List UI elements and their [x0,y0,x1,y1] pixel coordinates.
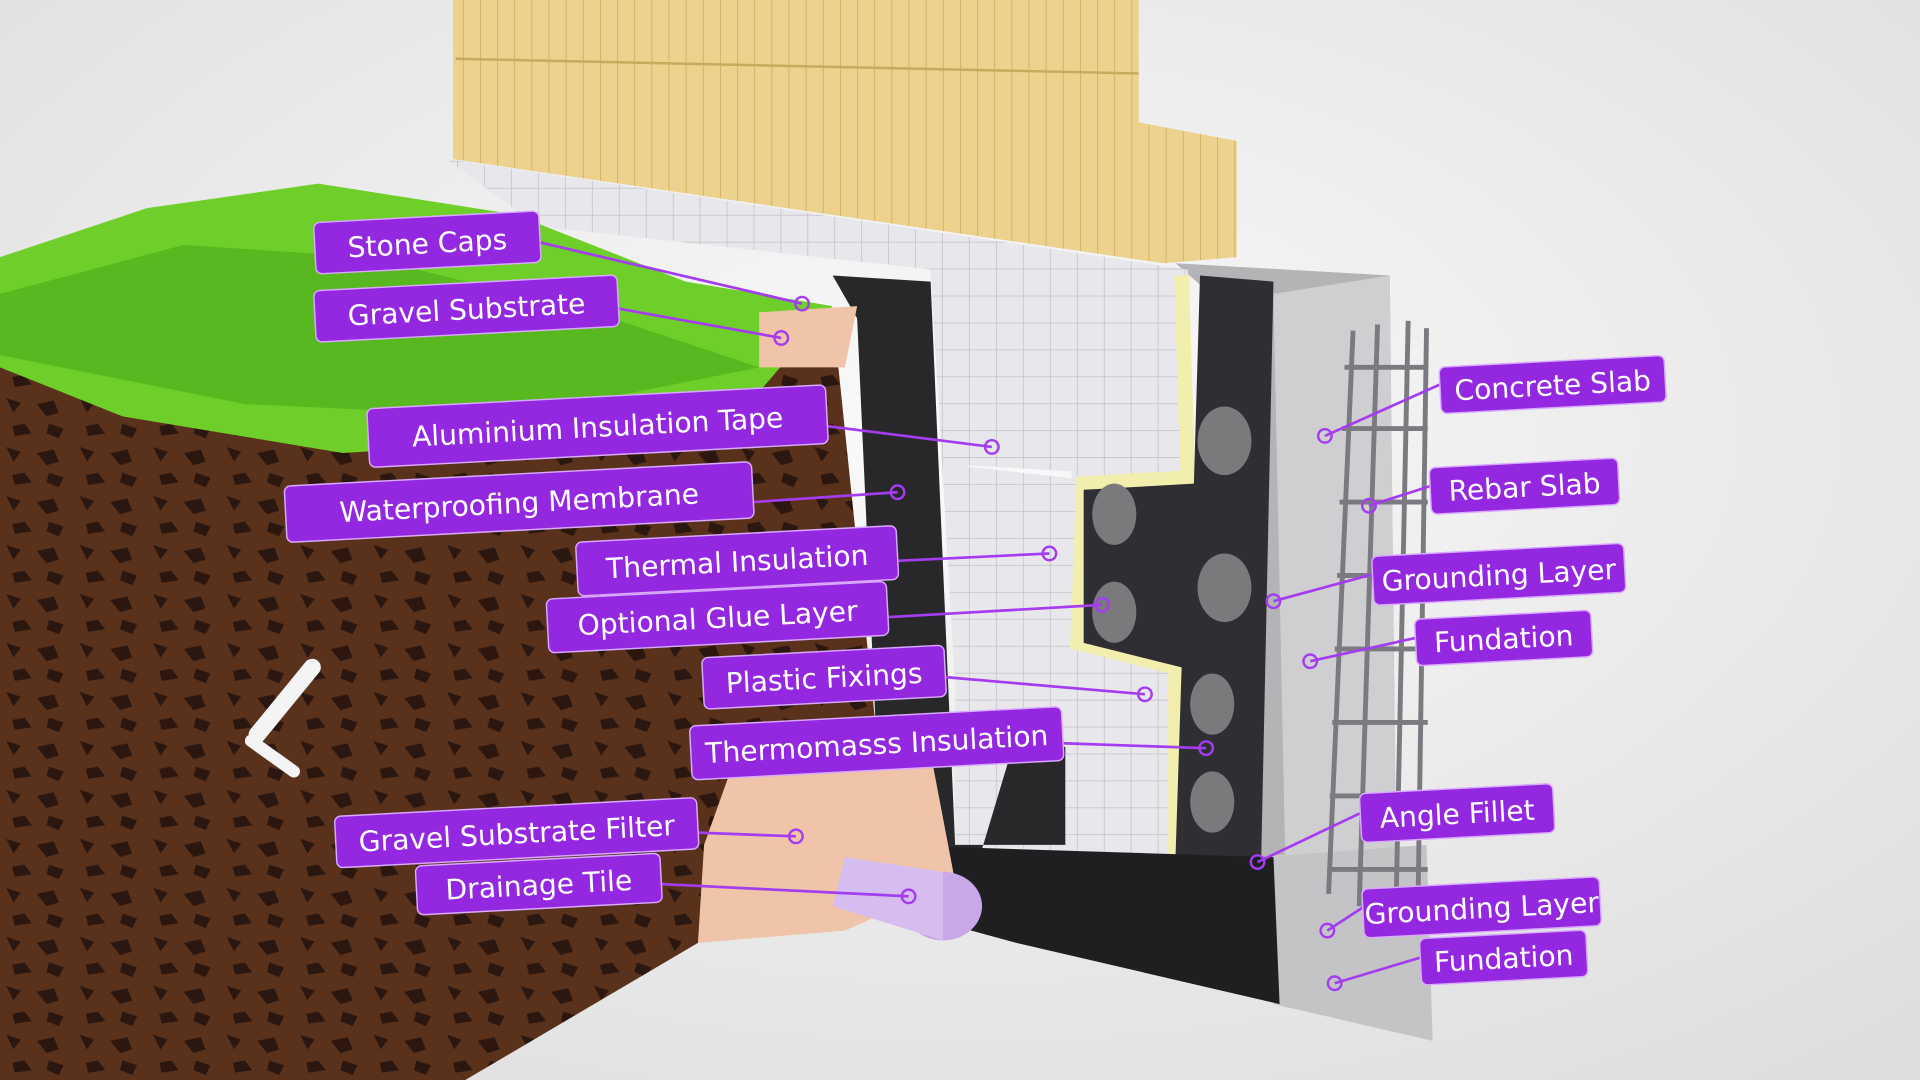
anchor-dot-angle-fillet [1249,854,1266,870]
anchor-dot-gravel-substrate [773,330,790,346]
label-thermomasss-insulation: Thermomasss Insulation [689,706,1065,781]
leader-line-waterproofing-membrane [752,490,898,504]
label-box [575,525,900,597]
label-box [313,210,542,275]
leader-line-thermal-insulation [897,552,1050,563]
label-gravel-substrate: Gravel Substrate [313,274,620,343]
leader-line-optional-glue-layer [887,603,1103,619]
leader-line-rebar-slab [1368,484,1431,507]
label-aluminium-insulation-tape: Aluminium Insulation Tape [366,384,829,468]
anchor-dot-fundation [1302,653,1319,670]
leader-line-drainage-tile [661,882,909,898]
bone [244,658,321,778]
drainage-tile [832,857,983,941]
leader-line-aluminium-insulation-tape [826,424,993,449]
membrane [832,275,1280,1005]
label-box [414,852,663,916]
label-box [545,580,890,654]
anchor-dot-grounding-layer [1319,922,1336,939]
anchor-dot-plastic-fixings [1136,686,1153,703]
anchor-dot-thermomasss-insulation [1198,740,1215,757]
label-box [333,797,700,869]
anchor-dot-thermal-insulation [1041,545,1058,562]
anchor-dot-drainage-tile [900,888,917,905]
anchor-dot-optional-glue-layer [1094,596,1110,613]
label-gravel-substrate-filter: Gravel Substrate Filter [333,797,700,869]
label-box [1413,609,1594,667]
label-plastic-fixings: Plastic Fixings [701,644,947,710]
leader-line-thermomasss-insulation [1062,741,1207,750]
leader-line-angle-fillet [1256,811,1361,864]
label-rebar-slab: Rebar Slab [1428,457,1621,515]
leader-line-stone-caps [539,241,803,305]
label-box [1358,783,1556,844]
leader-line-grounding-layer [1273,572,1374,603]
label-fundation: Fundation [1413,609,1594,667]
bricks [453,0,1237,264]
label-text: Fundation [1433,939,1574,979]
label-box [313,274,620,343]
label-box [701,644,947,710]
anchor-dot-rebar-slab [1361,497,1377,514]
anchor-dot-stone-caps [794,295,810,312]
label-concrete-slab: Concrete Slab [1438,354,1667,415]
label-box [689,706,1065,781]
anchor-dot-gravel-substrate-filter [787,828,804,845]
leader-line-fundation [1334,956,1421,985]
leader-line-gravel-substrate [618,307,782,340]
label-box [1371,542,1627,606]
label-box [1428,457,1621,515]
label-box [283,461,755,543]
label-text: Angle Fillet [1379,794,1536,835]
label-fundation: Fundation [1418,929,1589,986]
anchor-dot-concrete-slab [1316,427,1333,444]
leader-line-gravel-substrate-filter [697,831,796,838]
label-grounding-layer: Grounding Layer [1361,876,1602,939]
label-text: Rebar Slab [1448,467,1602,508]
label-optional-glue-layer: Optional Glue Layer [545,580,890,654]
leader-line-fundation [1309,636,1416,663]
leader-line-concrete-slab [1324,383,1441,438]
label-box [1361,876,1602,939]
label-box [366,384,829,468]
anchor-dot-waterproofing-membrane [889,484,906,501]
label-thermal-insulation: Thermal Insulation [575,525,900,597]
label-box [1418,929,1589,986]
leader-line-plastic-fixings [945,675,1146,696]
label-drainage-tile: Drainage Tile [414,852,663,916]
anchor-dot-aluminium-insulation-tape [983,438,1000,455]
anchor-dot-fundation [1326,975,1343,992]
label-angle-fillet: Angle Fillet [1358,783,1556,844]
label-waterproofing-membrane: Waterproofing Membrane [283,461,755,543]
label-text: Fundation [1433,619,1574,659]
anchor-dot-grounding-layer [1265,593,1282,610]
label-stone-caps: Stone Caps [313,210,542,275]
label-box [1438,354,1667,415]
label-grounding-layer: Grounding Layer [1371,542,1627,606]
